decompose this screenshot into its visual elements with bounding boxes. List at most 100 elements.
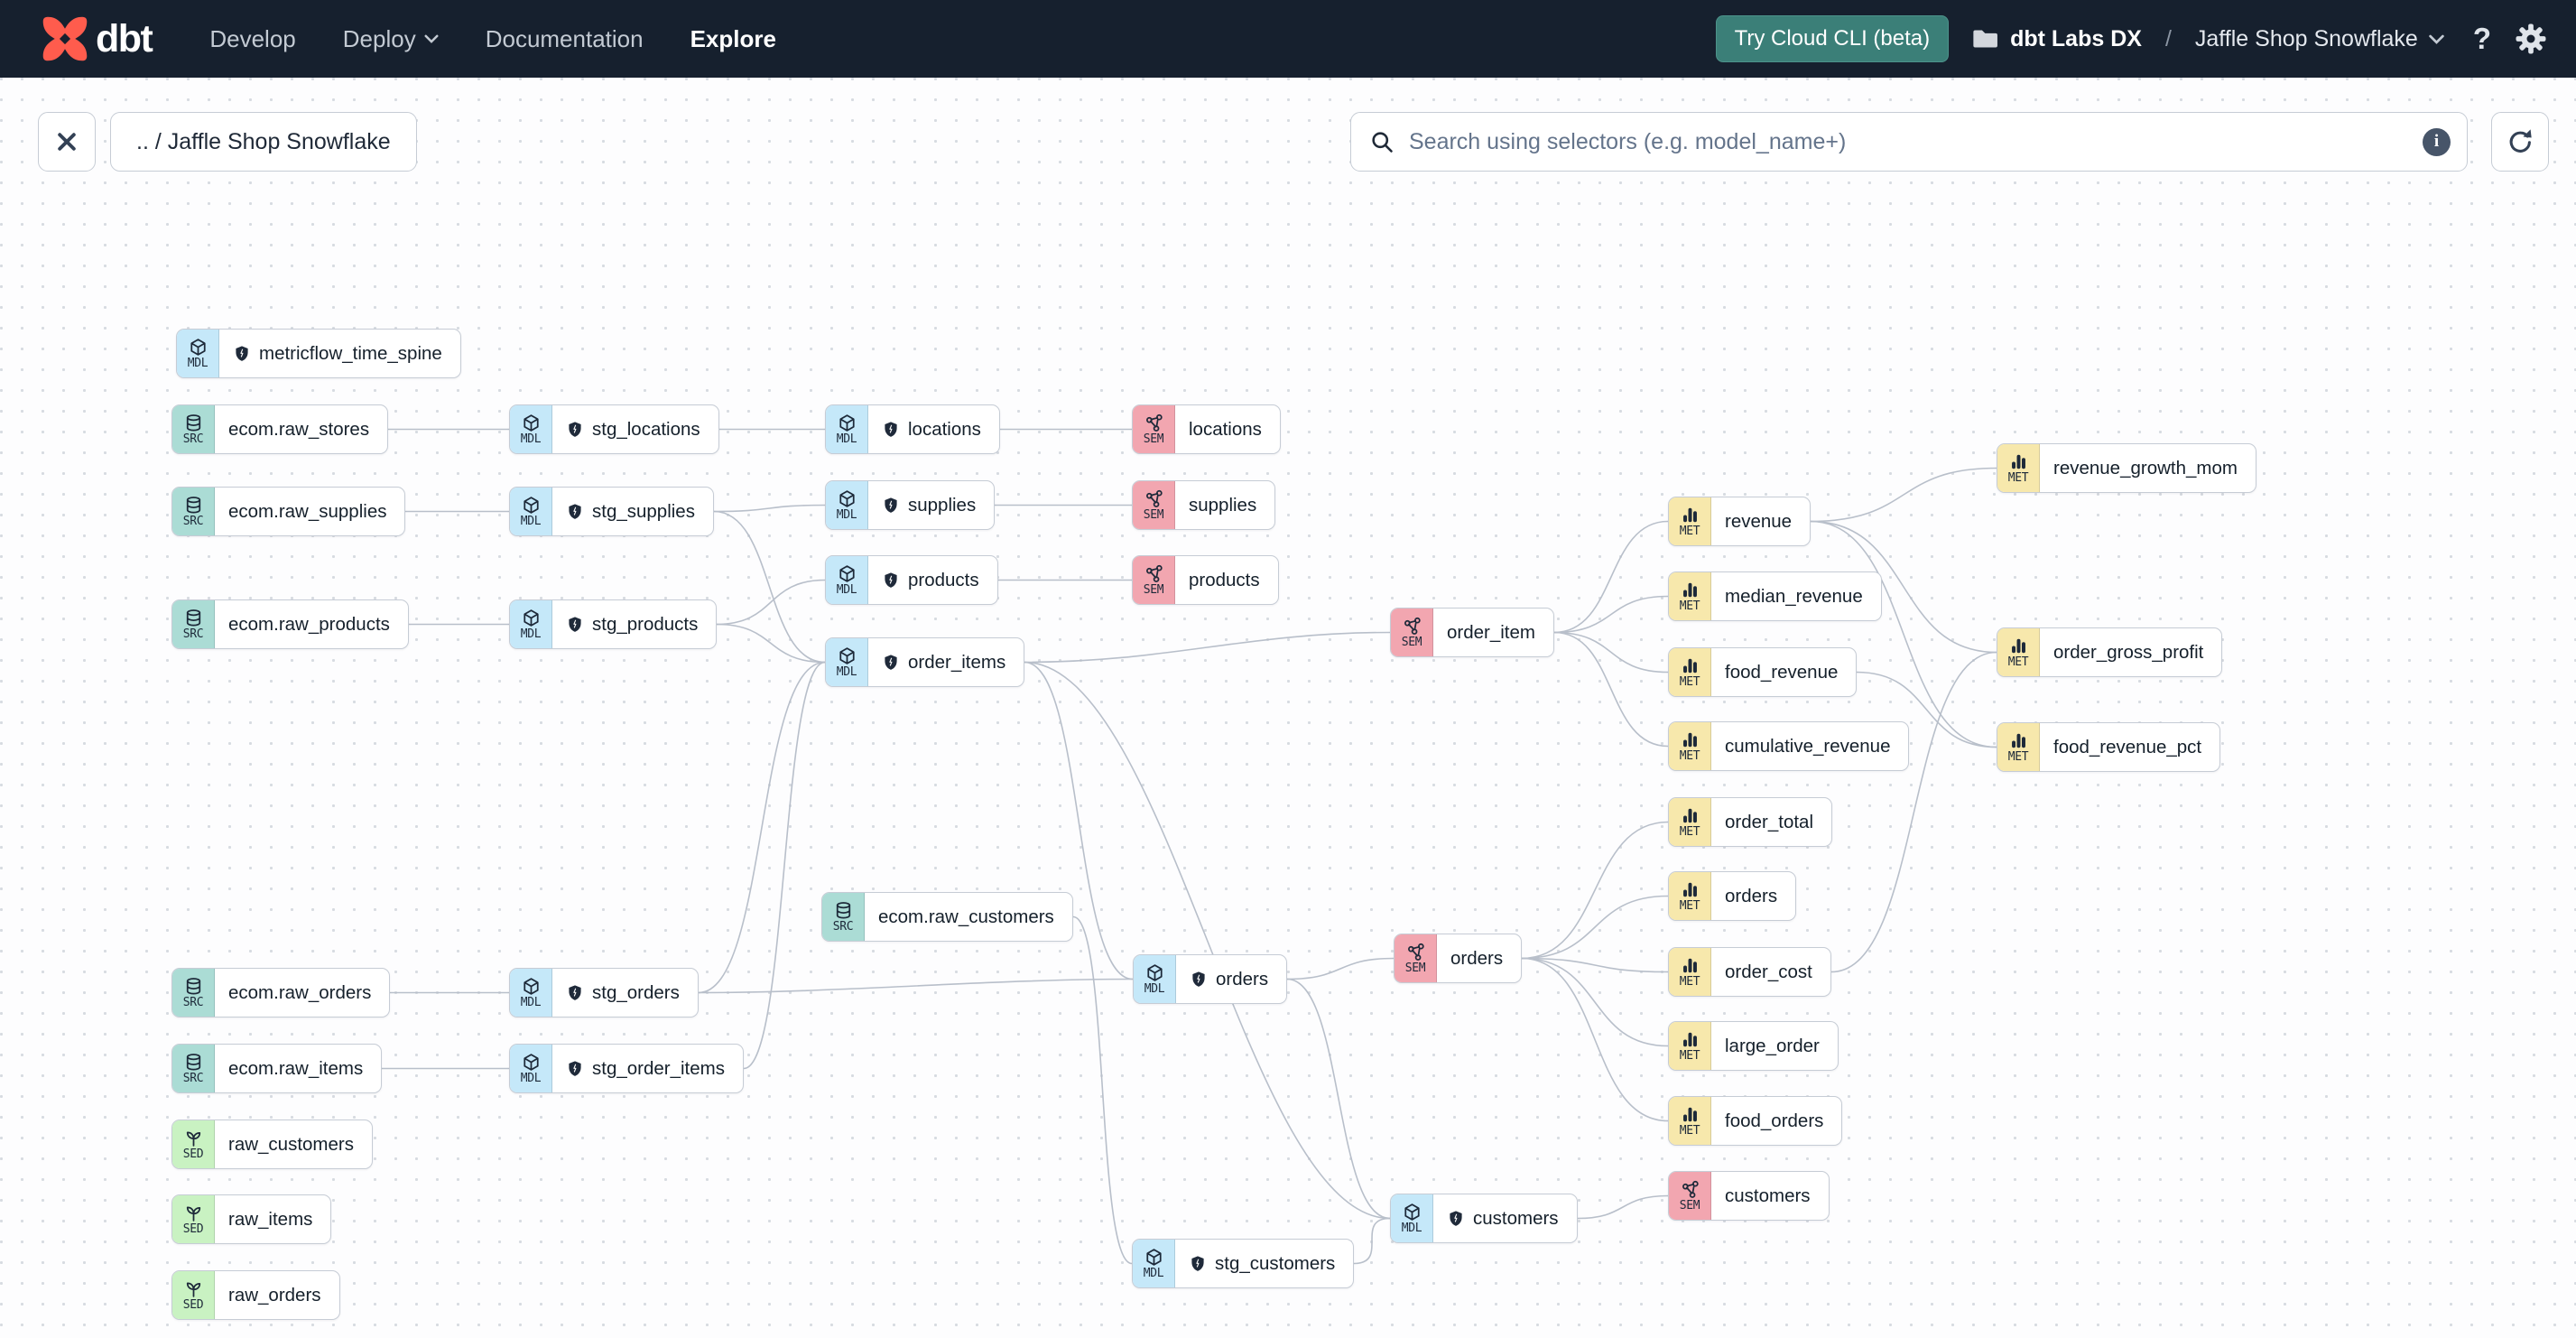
node-type-tag: SRC	[832, 919, 854, 934]
gear-icon[interactable]	[2515, 23, 2547, 55]
node-label: food_revenue_pct	[2053, 736, 2202, 757]
brand-wordmark: dbt	[96, 16, 153, 60]
node-type-tag: MET	[2007, 655, 2029, 669]
bars-icon: MET	[1669, 648, 1711, 696]
close-button[interactable]	[38, 112, 96, 172]
edge	[698, 978, 1134, 994]
node-type-tag: MET	[2007, 470, 2029, 485]
try-cloud-cli-button[interactable]: Try Cloud CLI (beta)	[1715, 15, 1950, 62]
dbt-logo[interactable]: dbt	[42, 15, 153, 62]
folder-icon	[1973, 30, 1998, 48]
nav-item-develop[interactable]: Develop	[209, 24, 296, 52]
edge	[1553, 595, 1669, 634]
node-sed_raw_items[interactable]: SED raw_items	[171, 1194, 332, 1244]
project-selector[interactable]: Jaffle Shop Snowflake	[2195, 26, 2444, 52]
node-type-tag: MDL	[1143, 1266, 1164, 1280]
bars-icon: MET	[1669, 497, 1711, 545]
chevron-down-icon	[424, 34, 439, 43]
edge	[1024, 631, 1391, 664]
help-icon[interactable]: ?	[2472, 22, 2491, 55]
info-icon[interactable]: i	[2423, 127, 2451, 156]
node-type-tag: MET	[1679, 748, 1700, 763]
account-name: dbt Labs DX	[2010, 25, 2142, 51]
nav-item-deploy[interactable]: Deploy	[343, 25, 439, 53]
share-icon: SEM	[1669, 1172, 1711, 1220]
graph-breadcrumb[interactable]: .. / Jaffle Shop Snowflake	[110, 112, 417, 172]
project-name: Jaffle Shop Snowflake	[2194, 25, 2418, 51]
node-type-tag: MDL	[520, 1071, 542, 1085]
edge	[1024, 661, 1391, 1220]
navbar-right: Try Cloud CLI (beta) dbt Labs DX / Jaffl…	[1715, 15, 2547, 62]
node-label: stg_orders	[552, 969, 698, 1017]
nav-item-documentation[interactable]: Documentation	[485, 24, 644, 52]
node-type-tag: MET	[1679, 824, 1700, 839]
seedling-icon: SED	[172, 1195, 215, 1243]
top-navbar: dbt Develop Deploy Documentation Explore…	[0, 0, 2576, 78]
node-label: supplies	[868, 481, 994, 529]
chevron-down-icon	[2429, 34, 2444, 44]
account-breadcrumb[interactable]: dbt Labs DX	[1972, 26, 2142, 52]
node-label: raw_items	[228, 1208, 313, 1230]
nav-item-explore[interactable]: Explore	[690, 24, 776, 52]
refresh-icon	[2509, 129, 2532, 153]
node-label: median_revenue	[1725, 585, 1863, 607]
edge	[1521, 821, 1669, 960]
node-label: stg_products	[552, 600, 716, 648]
node-label: cumulative_revenue	[1725, 735, 1891, 757]
edge	[1521, 957, 1669, 1122]
node-type-tag: SEM	[1401, 635, 1422, 649]
cube-icon: MDL	[826, 481, 868, 529]
search-input[interactable]	[1407, 127, 2423, 156]
node-label: ecom.raw_supplies	[228, 500, 387, 522]
share-icon: SEM	[1391, 609, 1433, 656]
node-type-tag: MDL	[187, 356, 208, 370]
share-icon: SEM	[1133, 556, 1175, 604]
edge	[1810, 467, 1997, 523]
node-met_cumulative_revenue[interactable]: MET cumulative_revenue	[1668, 721, 1910, 771]
shield-icon	[882, 421, 900, 439]
bars-icon: MET	[1669, 872, 1711, 920]
node-type-tag: SRC	[182, 627, 204, 641]
selector-search: i	[1350, 112, 2468, 172]
refresh-button[interactable]	[2491, 112, 2549, 172]
